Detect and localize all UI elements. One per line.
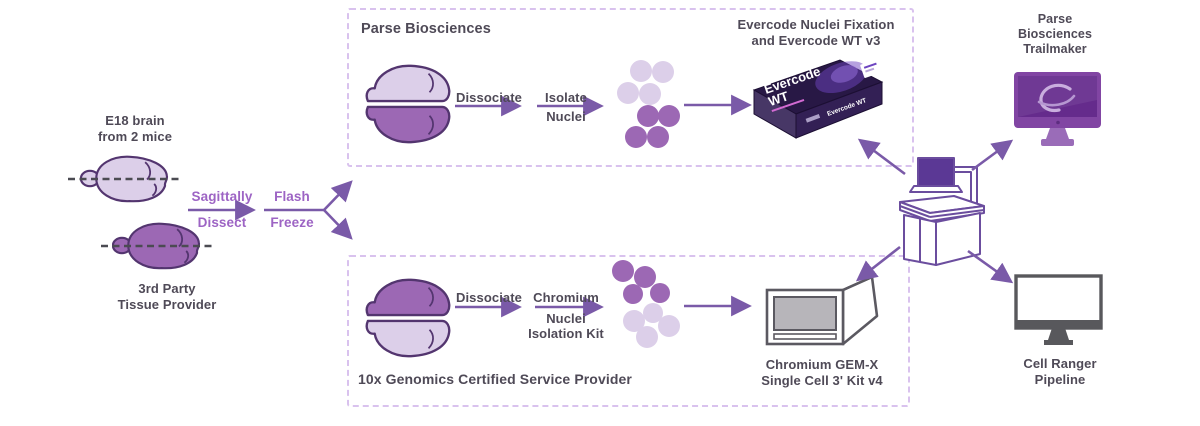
- svg-text:WT: WT: [766, 88, 790, 109]
- evercode-kit-icon: Evercode WT Evercode WT: [752, 59, 884, 139]
- sequencer-icon: [899, 157, 985, 266]
- isolate-label: Isolate: [545, 90, 587, 105]
- parse-box-title: Parse Biosciences: [361, 21, 491, 37]
- cellranger-monitor-icon: [1014, 274, 1103, 345]
- third-party-provider-label: 3rd Party Tissue Provider: [117, 281, 217, 312]
- trailmaker-label: Parse Biosciences Trailmaker: [1017, 12, 1093, 56]
- nuclei-dots-icon: [612, 260, 680, 348]
- chromium-label: Chromium: [533, 290, 599, 305]
- evercode-kit-title: Evercode Nuclei Fixation and Evercode WT…: [737, 17, 895, 48]
- dissect-label: Dissect: [197, 215, 247, 230]
- nuclei-label: Nuclei: [546, 109, 586, 124]
- tenx-box-title: 10x Genomics Certified Service Provider: [358, 371, 632, 387]
- cellranger-label: Cell Ranger Pipeline: [1023, 356, 1097, 387]
- split-brain-light-top-icon: [365, 64, 451, 144]
- isolation-kit-label: Isolation Kit: [528, 326, 604, 341]
- dissociate-parse-label: Dissociate: [455, 90, 523, 105]
- freeze-label: Freeze: [270, 215, 314, 230]
- chromium-nuclei-label: Nuclei: [546, 311, 586, 326]
- dissociate-tenx-label: Dissociate: [455, 290, 523, 305]
- sagittally-label: Sagittally: [191, 189, 253, 204]
- light-brain-icon: [80, 155, 169, 203]
- tenx-workflow-box: [347, 255, 910, 407]
- parse-workflow-box: [347, 8, 914, 167]
- chromium-kit-title: Chromium GEM-X Single Cell 3' Kit v4: [761, 357, 883, 388]
- flash-label: Flash: [274, 189, 310, 204]
- nuclei-dots-icon: [617, 60, 680, 148]
- split-brain-dark-top-icon: [365, 278, 451, 358]
- chromium-instrument-icon: [765, 275, 879, 346]
- trailmaker-monitor-icon: [1014, 72, 1101, 146]
- e18-brain-label: E18 brain from 2 mice: [97, 113, 173, 144]
